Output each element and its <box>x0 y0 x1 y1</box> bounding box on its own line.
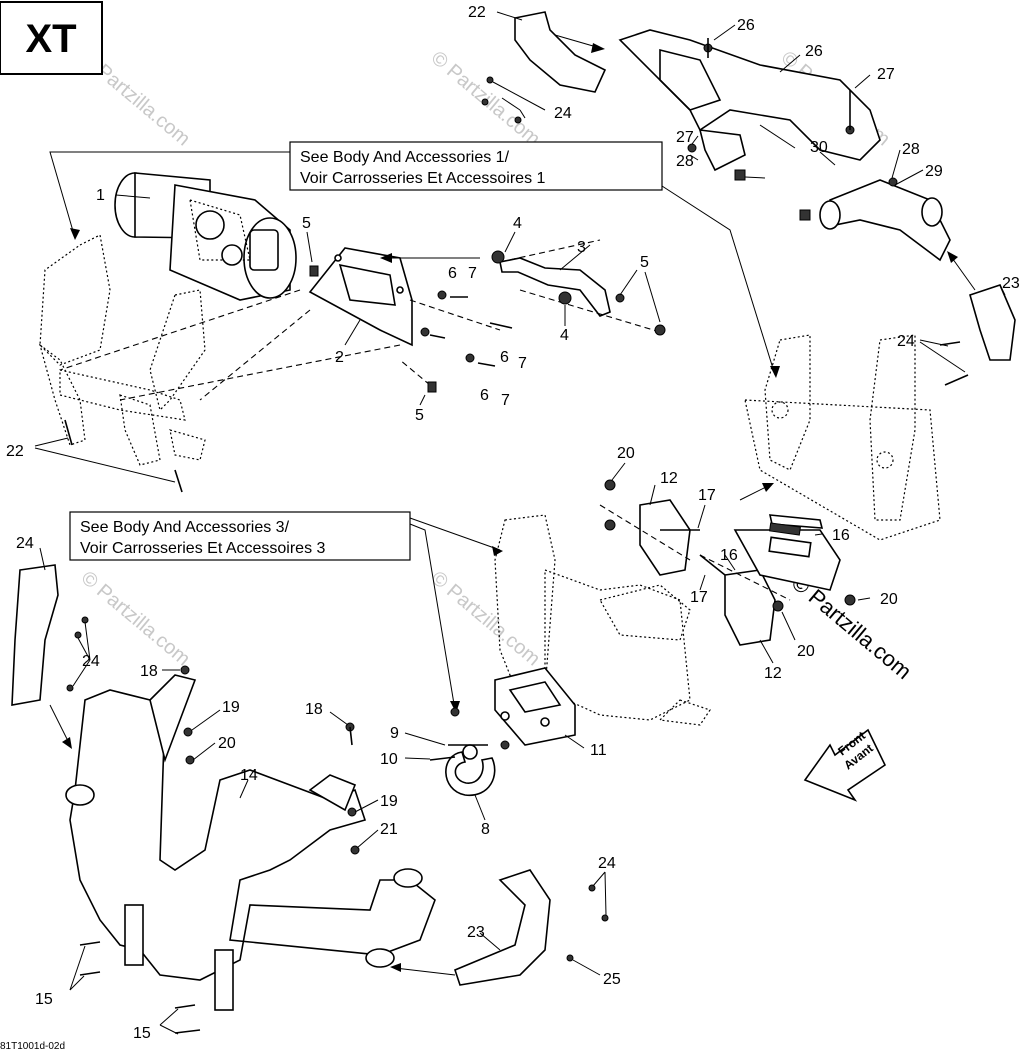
callout-20: 20 <box>880 591 898 608</box>
callout-11: 11 <box>590 742 607 759</box>
callout-22: 23 <box>467 924 485 941</box>
bracket <box>499 257 611 317</box>
frame-left <box>38 234 206 466</box>
callout-29: 30 <box>810 139 828 156</box>
mount-plate <box>308 247 413 347</box>
callout-12: 12 <box>660 470 678 487</box>
callout-17: 17 <box>690 589 708 606</box>
callout-18: 18 <box>140 663 158 680</box>
svg-text:See Body And Accessories 1/: See Body And Accessories 1/ <box>300 149 510 166</box>
callout-16: 16 <box>832 527 850 544</box>
callout-3: 3 <box>577 239 586 256</box>
hardware <box>64 38 969 1034</box>
callout-23: 24 <box>16 535 34 552</box>
front-bumper <box>65 674 436 1011</box>
callout-6: 6 <box>448 265 457 282</box>
callout-24: 24 <box>897 333 915 350</box>
callout-2: 2 <box>335 349 344 366</box>
assembly-lines <box>59 239 791 601</box>
note-body-accessories-3: See Body And Accessories 3/ Voir Carross… <box>69 511 411 561</box>
callout-23: 23 <box>1002 275 1020 292</box>
callout-27: 28 <box>902 141 920 158</box>
callout-9: 9 <box>390 725 399 742</box>
leader-lines <box>34 11 1006 1035</box>
callout-18: 18 <box>305 701 323 718</box>
callout-10: 10 <box>380 751 398 768</box>
callout-5: 5 <box>415 407 424 424</box>
callout-12: 12 <box>764 665 782 682</box>
callout-8: 8 <box>481 821 490 838</box>
callouts: 1 2 3 4 4 5 5 5 6 6 6 7 7 7 8 9 10 11 12… <box>6 4 1020 1042</box>
svg-text:Voir Carrosseries Et Accessoir: Voir Carrosseries Et Accessoires 3 <box>80 540 326 557</box>
callout-14: 14 <box>240 767 258 784</box>
handles <box>11 11 1016 986</box>
model-badge: XT <box>0 1 103 75</box>
drawing-code: 81T1001d-02d <box>0 1041 65 1052</box>
callout-6: 6 <box>480 387 489 404</box>
callout-21: 22 <box>6 443 24 460</box>
model-badge-text: XT <box>25 17 76 61</box>
assembly-arrows <box>49 34 976 976</box>
callout-26: 26 <box>737 17 755 34</box>
callout-17: 17 <box>698 487 716 504</box>
callout-7: 7 <box>501 392 510 409</box>
callout-28: 29 <box>925 163 943 180</box>
callout-15: 15 <box>35 991 53 1008</box>
callout-27: 27 <box>676 129 694 146</box>
callout-4: 4 <box>560 327 569 344</box>
watermark: © Partzilla.com <box>787 570 917 684</box>
hitch-block <box>494 667 576 746</box>
winch <box>114 172 297 301</box>
callout-24: 24 <box>598 855 616 872</box>
tow-hook <box>445 744 496 796</box>
callout-25: 26 <box>805 43 823 60</box>
note-body-accessories-1: See Body And Accessories 1/ Voir Carross… <box>289 141 663 191</box>
svg-text:Voir Carrosseries Et Accessoir: Voir Carrosseries Et Accessoires 1 <box>300 170 546 187</box>
note-arrows <box>49 151 780 713</box>
callout-5: 5 <box>302 215 311 232</box>
front-direction-arrow: Front Avant <box>803 728 887 802</box>
callout-5: 5 <box>640 254 649 271</box>
callout-7: 7 <box>468 265 477 282</box>
frame-right <box>744 334 941 541</box>
callout-20: 20 <box>797 643 815 660</box>
callout-24: 24 <box>82 653 100 670</box>
callout-24: 25 <box>603 971 621 988</box>
right-brackets <box>639 499 841 646</box>
callout-22: 22 <box>468 4 486 21</box>
callout-6: 6 <box>500 349 509 366</box>
callout-19: 19 <box>222 699 240 716</box>
callout-26: 27 <box>877 66 895 83</box>
callout-4: 4 <box>513 215 522 232</box>
callout-15: 15 <box>133 1025 151 1042</box>
callout-20: 21 <box>380 821 398 838</box>
watermark: © Partzilla.com <box>427 567 544 670</box>
callout-7: 7 <box>518 355 527 372</box>
callout-28: 28 <box>676 153 694 170</box>
callout-20: 20 <box>218 735 236 752</box>
callout-20: 20 <box>617 445 635 462</box>
top-rack <box>618 29 951 262</box>
callout-16: 16 <box>720 547 738 564</box>
svg-text:See Body And Accessories 3/: See Body And Accessories 3/ <box>80 519 290 536</box>
callout-19: 19 <box>380 793 398 810</box>
callout-24: 24 <box>554 105 572 122</box>
callout-1: 1 <box>96 187 105 204</box>
